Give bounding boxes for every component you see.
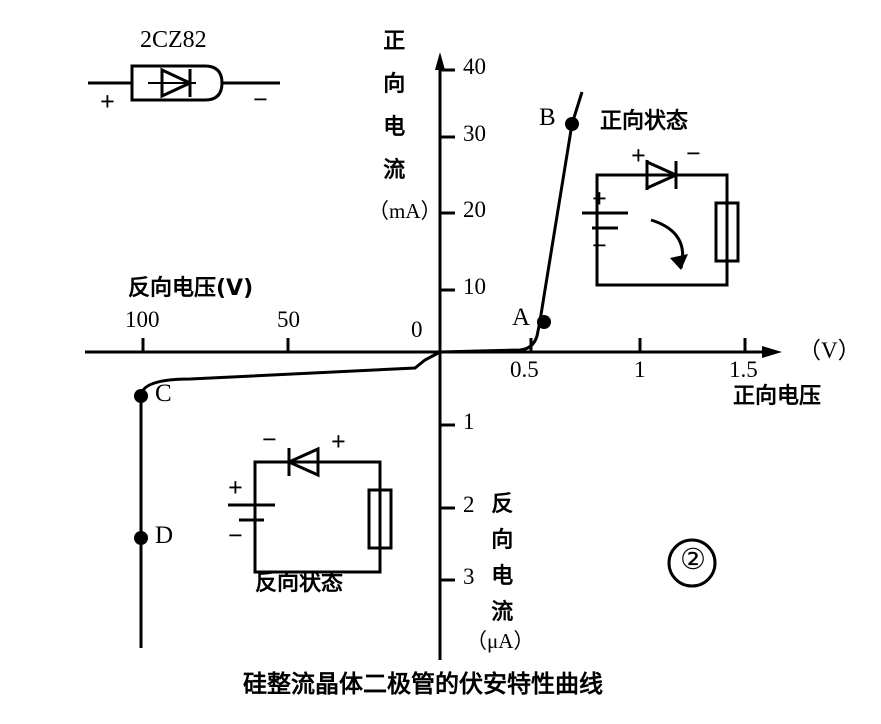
point-d-marker <box>134 531 148 545</box>
forward-voltage-tick-0-5: 0.5 <box>510 357 539 382</box>
reverse-circuit-battery-minus: − <box>228 521 243 550</box>
reverse-circuit-title: 反向状态 <box>255 571 344 596</box>
reverse-current-tick-1: 1 <box>463 409 475 434</box>
point-a-label: A <box>512 304 531 331</box>
vertical-axis <box>435 52 455 660</box>
forward-current-tick-40: 40 <box>463 54 486 79</box>
point-c-label: C <box>155 380 172 407</box>
forward-current-tick-30: 30 <box>463 121 486 146</box>
reverse-circuit-battery-plus: + <box>228 473 243 502</box>
forward-state-circuit <box>582 159 740 287</box>
figure-number: ② <box>680 544 706 576</box>
reverse-voltage-tick-100: 100 <box>125 307 160 332</box>
horizontal-axis <box>85 338 782 358</box>
forward-current-axis-char-3: 电 <box>383 115 406 140</box>
forward-circuit-battery-plus: + <box>592 184 607 213</box>
point-c-marker <box>134 389 148 403</box>
device-minus-sign: − <box>253 85 268 114</box>
forward-circuit-diode-minus: − <box>686 139 701 168</box>
forward-voltage-axis-title: 正向电压 <box>733 384 822 409</box>
forward-current-axis-char-1: 正 <box>383 29 406 54</box>
forward-circuit-battery-minus: − <box>592 231 607 260</box>
device-label: 2CZ82 <box>140 27 207 53</box>
forward-voltage-tick-1: 1 <box>634 357 646 382</box>
figure-caption: 硅整流晶体二极管的伏安特性曲线 <box>243 670 603 698</box>
point-b-label: B <box>539 104 556 131</box>
forward-circuit-title: 正向状态 <box>600 109 689 134</box>
reverse-current-tick-3: 3 <box>463 564 475 589</box>
device-plus-sign: + <box>100 87 115 116</box>
device-symbol-group <box>88 64 280 102</box>
forward-circuit-diode-plus: + <box>631 141 646 170</box>
forward-characteristic-curve <box>439 91 584 354</box>
forward-current-axis-char-4: 流 <box>383 158 406 183</box>
forward-voltage-tick-1-5: 1.5 <box>729 357 758 382</box>
reverse-voltage-tick-50: 50 <box>277 307 300 332</box>
reverse-current-axis-char-2: 向 <box>491 528 514 553</box>
point-b-marker <box>565 117 579 131</box>
origin-label: 0 <box>411 317 423 342</box>
point-a-marker <box>537 315 551 329</box>
forward-current-axis-unit: （mA） <box>368 199 442 223</box>
reverse-current-axis-char-4: 流 <box>491 600 514 625</box>
reverse-current-axis-unit: （μA） <box>466 629 535 653</box>
forward-voltage-axis-unit: （V） <box>798 338 861 363</box>
reverse-characteristic-curve <box>139 350 441 648</box>
reverse-current-axis-char-1: 反 <box>491 492 514 517</box>
forward-current-tick-10: 10 <box>463 274 486 299</box>
forward-current-axis-char-2: 向 <box>383 72 406 97</box>
figure-number-circle <box>667 538 717 588</box>
reverse-state-circuit <box>228 446 393 574</box>
reverse-circuit-diode-minus: − <box>262 425 277 454</box>
forward-current-tick-20: 20 <box>463 197 486 222</box>
reverse-voltage-axis-title: 反向电压(V) <box>128 276 254 301</box>
point-d-label: D <box>155 522 174 549</box>
reverse-current-axis-char-3: 电 <box>491 564 514 589</box>
reverse-circuit-diode-plus: + <box>331 427 346 456</box>
reverse-current-tick-2: 2 <box>463 492 475 517</box>
